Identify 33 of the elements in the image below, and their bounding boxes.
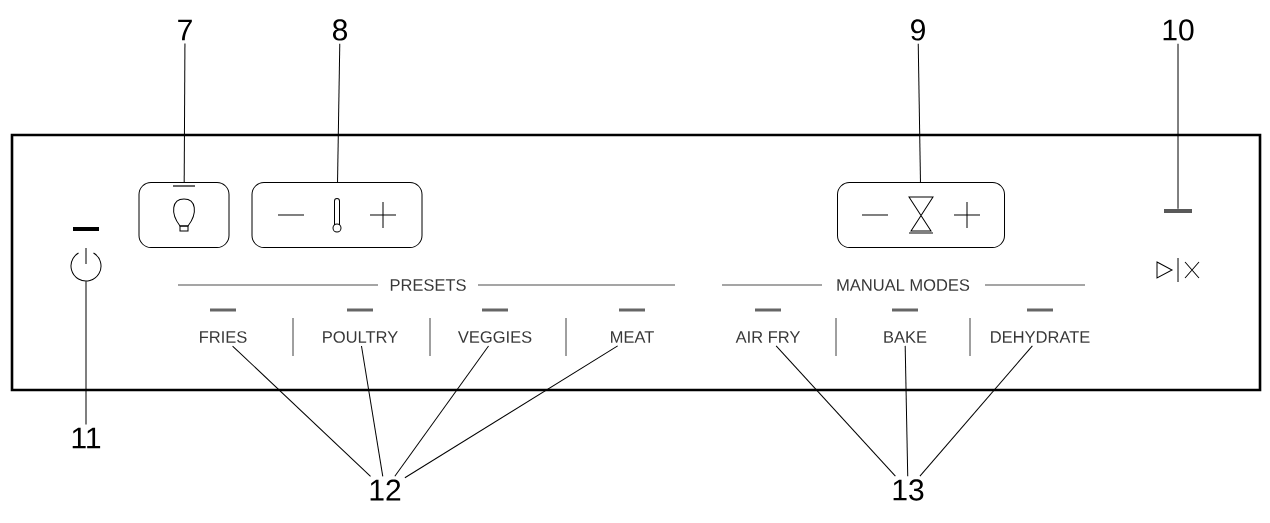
leader-line [337, 43, 341, 183]
leader-line [232, 345, 372, 477]
callout-number: 11 [72, 427, 101, 449]
mode-label: POULTRY [323, 331, 398, 343]
leader-line [904, 345, 909, 477]
mode-label: BAKE [884, 331, 927, 343]
leader-line [775, 345, 896, 477]
mode-label: VEGGIES [457, 331, 532, 343]
mode-label: AIR FRY [735, 331, 801, 343]
power-icon [70, 247, 102, 282]
group-heading: PRESETS [390, 279, 466, 291]
leader-line [183, 43, 186, 183]
leader-line [1177, 43, 1179, 210]
callout-number: 8 [332, 19, 348, 41]
indicator-light [1164, 209, 1192, 213]
leader-line [919, 345, 1033, 477]
group-heading: MANUAL MODES [837, 279, 970, 291]
light-button [138, 182, 230, 248]
temperature-button [251, 182, 423, 248]
mode-label: MEAT [611, 331, 654, 343]
callout-number: 10 [1163, 19, 1194, 41]
leader-line [917, 43, 921, 183]
callout-number: 9 [911, 19, 925, 41]
timer-button [837, 182, 1005, 248]
leader-line [404, 345, 619, 479]
mode-label: FRIES [200, 331, 247, 343]
callout-number: 7 [178, 19, 192, 41]
leader-line [394, 345, 489, 477]
callout-number: 13 [893, 479, 924, 501]
callout-number: 12 [370, 479, 401, 501]
leader-line [361, 345, 384, 477]
leader-line [85, 280, 87, 425]
mode-label: DEHYDRATE [991, 331, 1090, 343]
